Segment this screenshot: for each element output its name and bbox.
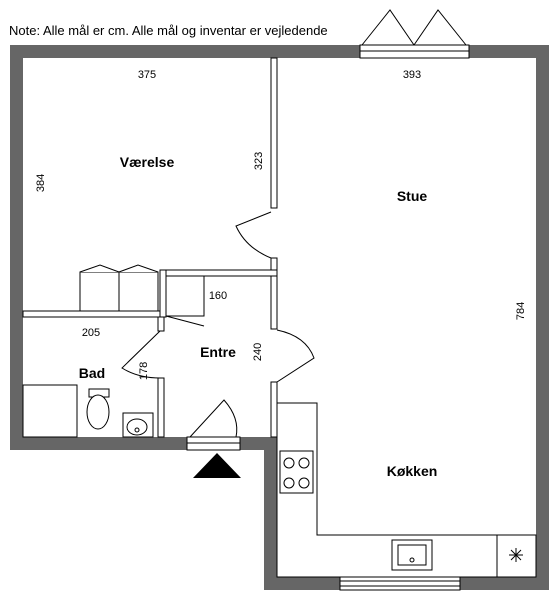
outer-walls [10, 45, 549, 590]
dim-hall-closet: 160 [209, 290, 227, 302]
dim-bedroom-width: 375 [138, 69, 156, 81]
dim-bath-height: 178 [138, 362, 150, 380]
entrance-arrow [193, 453, 241, 478]
hall-door [276, 329, 315, 383]
room-label-bath: Bad [79, 365, 105, 381]
bedroom-door [235, 211, 272, 259]
entrance-door [186, 399, 241, 451]
kitchen-counter [276, 402, 537, 578]
bedroom-wardrobe [79, 264, 159, 312]
room-label-living: Stue [397, 188, 428, 204]
interior-walls [22, 57, 278, 438]
bath-fixtures [22, 384, 154, 438]
balcony-door [359, 9, 470, 59]
note-text: Note: Alle mål er cm. Alle mål og invent… [9, 23, 328, 38]
room-label-hall: Entre [200, 344, 236, 360]
dim-living-height: 784 [515, 302, 527, 320]
dim-living-width: 393 [403, 69, 421, 81]
dim-hall-height: 240 [252, 343, 264, 361]
dim-bath-width: 205 [82, 327, 100, 339]
dim-bedroom-height: 384 [35, 174, 47, 192]
dim-bedroom-wall: 323 [253, 152, 265, 170]
bath-door [121, 330, 161, 379]
room-label-bedroom: Værelse [120, 154, 175, 170]
bottom-window [339, 576, 461, 591]
star-icon [509, 548, 523, 562]
hall-closet [165, 275, 205, 327]
room-label-kitchen: Køkken [387, 463, 438, 479]
